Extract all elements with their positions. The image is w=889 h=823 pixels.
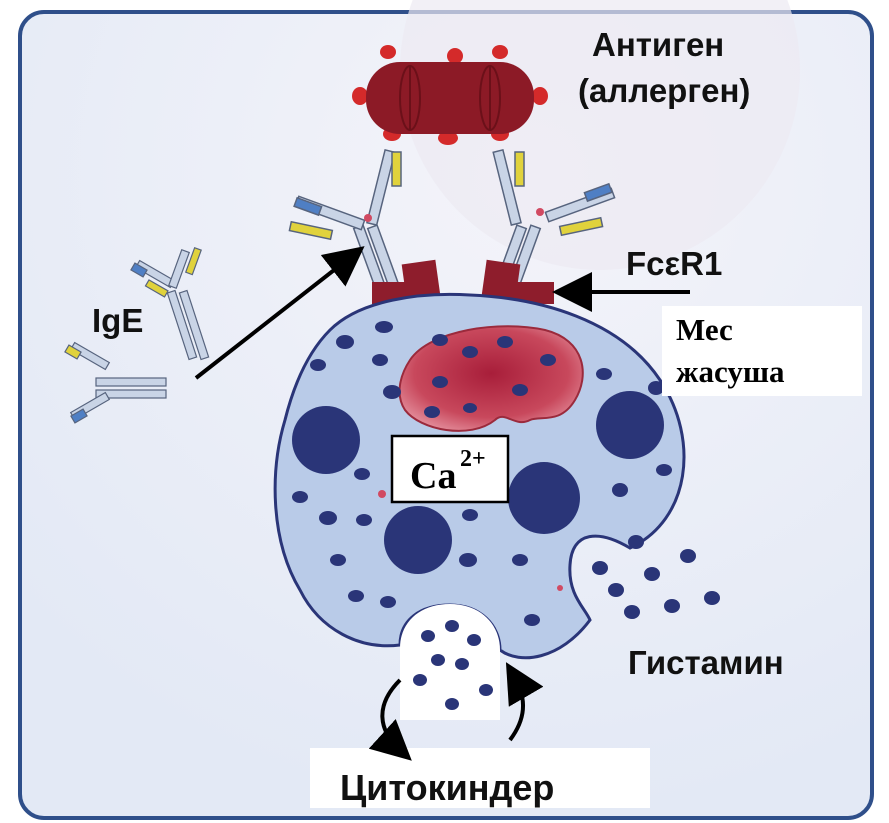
- antigen-icon: [352, 45, 548, 145]
- calcium-charge-label: 2+: [460, 446, 486, 472]
- bottom-label-bg: [310, 748, 650, 808]
- cytokine-release-pocket: [400, 604, 500, 720]
- small-granules: [292, 321, 672, 626]
- released-histamine-granules: [592, 535, 720, 619]
- mast-cell-label-line2: жасуша: [676, 354, 785, 389]
- antigen-label: Антиген: [592, 26, 724, 63]
- allergen-label: (аллерген): [578, 72, 750, 109]
- calcium-label: Ca: [410, 455, 456, 497]
- arrow-icon: [505, 662, 544, 742]
- calcium-label-box: Ca 2+: [390, 434, 510, 504]
- granule-icon: [596, 391, 664, 459]
- free-ige-antibody-icon: [64, 246, 210, 424]
- cytokines-label: Цитокиндер: [340, 767, 554, 808]
- granule-icon: [384, 506, 452, 574]
- antibody-icon: [288, 148, 402, 288]
- granule-icon: [292, 406, 360, 474]
- arrow-icon: [368, 678, 412, 761]
- receptor-label: FcεR1: [626, 245, 722, 282]
- receptor-icon: [372, 259, 554, 304]
- histamine-label: Гистамин: [628, 644, 784, 681]
- granule-icon: [508, 462, 580, 534]
- mast-cell-label-line1: Мес: [676, 312, 733, 347]
- arrow-icon: [194, 246, 365, 380]
- nucleus: [398, 325, 584, 432]
- ige-label: IgE: [92, 302, 143, 339]
- mast-cell-label-bg: [662, 306, 862, 396]
